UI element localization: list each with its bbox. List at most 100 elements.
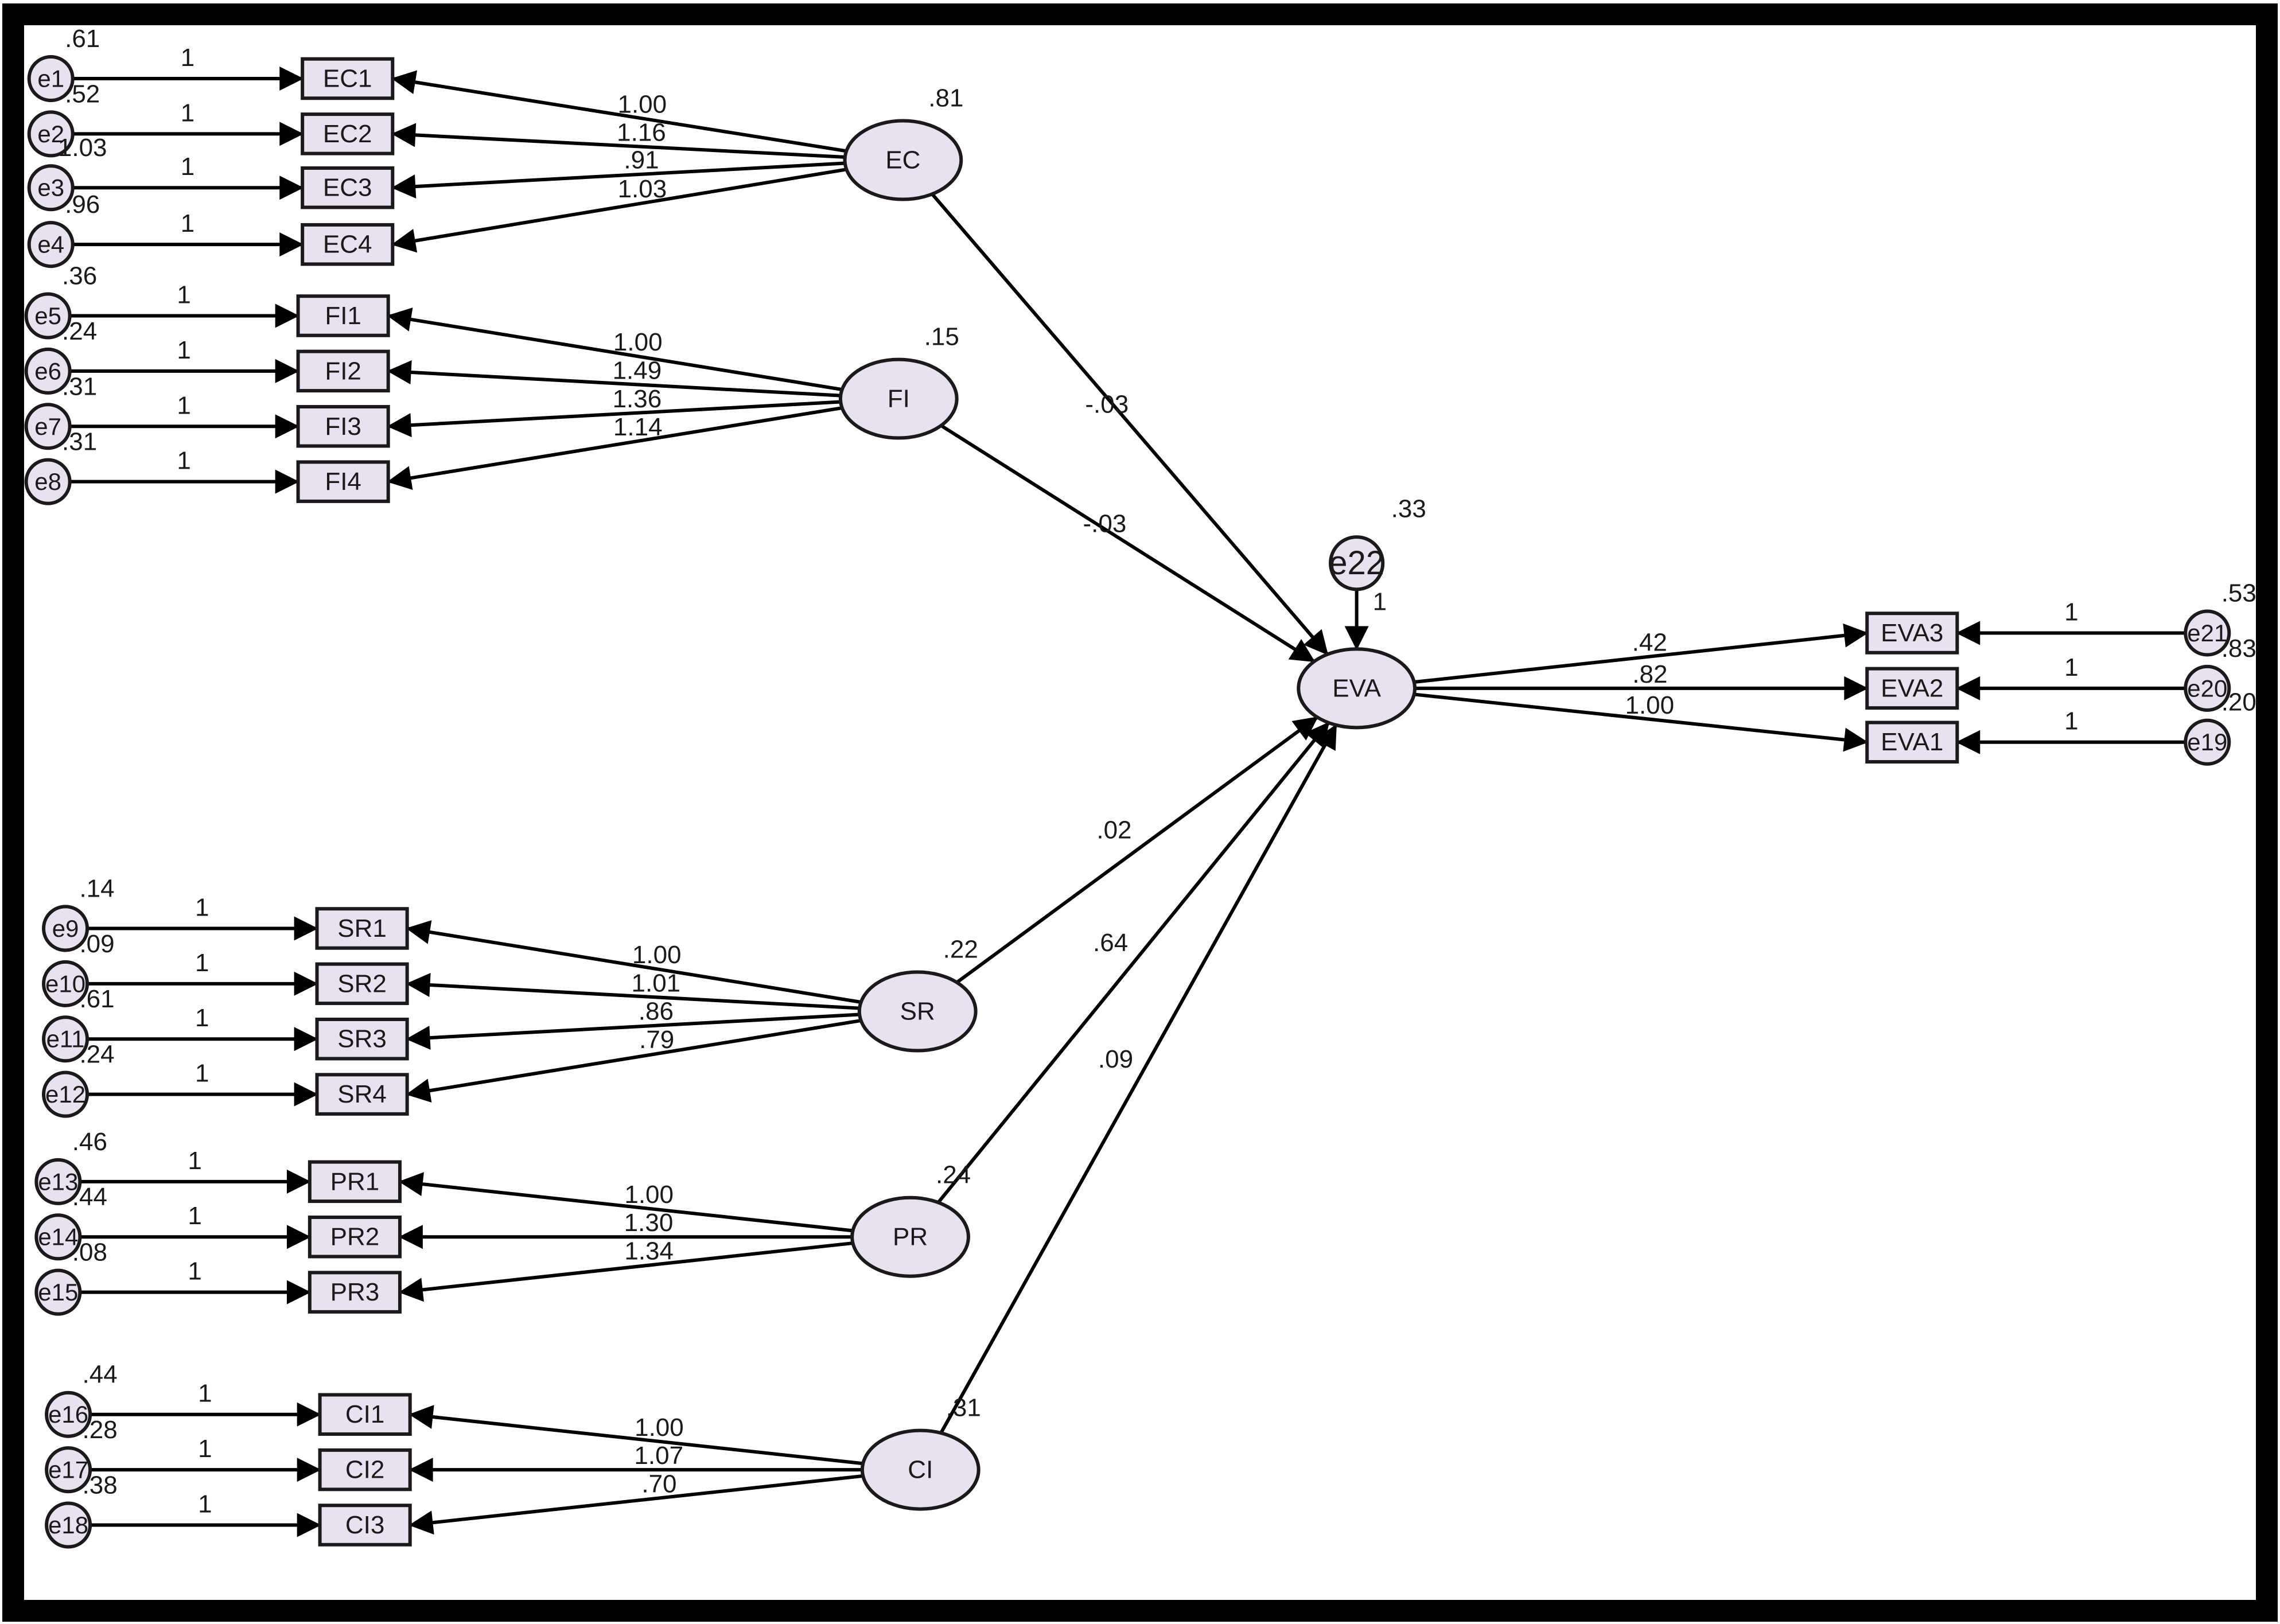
error-e4 (27, 221, 75, 268)
latent-label-sr: SR (900, 998, 935, 1026)
error-label-e12: e12 (45, 1081, 85, 1108)
error-variance-e5: .36 (62, 262, 97, 290)
indicator-label-sr3: SR3 (337, 1025, 387, 1053)
error-e13 (34, 1158, 82, 1205)
indicator-label-ci2: CI2 (345, 1456, 384, 1484)
loading-path-ci3 (408, 1474, 863, 1535)
indicator-eva3 (1865, 612, 1959, 655)
indicator-label-sr2: SR2 (337, 969, 387, 998)
loading-path-sr4 (406, 1019, 862, 1103)
error-variance-e6: .24 (62, 317, 97, 345)
error-e20 (2184, 664, 2231, 712)
indicator-pr1 (308, 1160, 402, 1204)
fixed-label-e17: 1 (198, 1435, 212, 1463)
error-label-e15: e15 (38, 1279, 78, 1306)
structural-coef-fi: -.03 (1083, 509, 1127, 538)
loading-label-fi3: 1.36 (613, 385, 662, 413)
error-variance-e4: .96 (65, 190, 100, 219)
error-variance-e2: .52 (65, 80, 100, 108)
fixed-label-e4: 1 (181, 209, 194, 237)
disturbance-fixed-label: 1 (1373, 588, 1387, 616)
fixed-label-e9: 1 (195, 893, 209, 921)
loading-path-eva3 (1414, 623, 1869, 684)
error-e17 (45, 1446, 92, 1494)
loading-path-ec2 (391, 123, 845, 159)
indicator-label-ec2: EC2 (323, 120, 372, 148)
structural-path-pr-eva (937, 722, 1330, 1204)
indicator-label-eva3: EVA3 (1881, 619, 1943, 647)
loading-label-ec4: 1.03 (618, 175, 667, 203)
indicator-sr1 (315, 907, 409, 950)
error-label-e20: e20 (2187, 675, 2227, 702)
loading-label-sr1: 1.00 (632, 941, 682, 969)
indicator-fi2 (296, 349, 390, 393)
error-e8 (24, 458, 72, 505)
error-e7 (24, 403, 72, 450)
error-variance-e19: .20 (2221, 688, 2256, 716)
fixed-label-e12: 1 (195, 1060, 209, 1088)
fixed-label-e18: 1 (198, 1490, 212, 1518)
error-label-e16: e16 (48, 1401, 88, 1428)
indicator-label-ci1: CI1 (345, 1400, 384, 1428)
latent-pr (850, 1195, 970, 1278)
loading-label-sr4: .79 (639, 1026, 674, 1054)
fixed-label-e2: 1 (181, 99, 194, 127)
indicator-sr2 (315, 962, 409, 1006)
fixed-label-e14: 1 (188, 1202, 201, 1230)
error-e3 (27, 164, 75, 212)
latent-label-ci: CI (908, 1456, 933, 1484)
error-e5 (24, 292, 72, 340)
disturbance-variance-e22: .33 (1391, 495, 1426, 523)
error-variance-e16: .44 (83, 1361, 118, 1389)
error-e19 (2184, 718, 2231, 766)
indicator-sr3 (315, 1017, 409, 1061)
error-variance-e8: .31 (62, 428, 97, 456)
loading-label-ci2: 1.07 (634, 1442, 683, 1470)
loading-label-ci1: 1.00 (635, 1413, 684, 1442)
error-label-e7: e7 (34, 413, 61, 440)
disturbance-e22 (1329, 535, 1385, 591)
error-e9 (42, 905, 90, 952)
fixed-label-e16: 1 (198, 1380, 212, 1408)
loading-label-pr3: 1.34 (624, 1237, 674, 1265)
indicator-ci3 (318, 1504, 412, 1547)
error-e15 (34, 1268, 82, 1316)
indicator-ec2 (301, 112, 395, 155)
indicator-label-ec3: EC3 (323, 174, 372, 202)
fixed-label-e7: 1 (177, 391, 190, 419)
structural-path-fi-eva (940, 424, 1316, 663)
error-label-e2: e2 (37, 120, 64, 147)
error-variance-e13: .46 (72, 1128, 107, 1156)
indicator-label-ec1: EC1 (323, 64, 372, 92)
loading-path-ec1 (391, 70, 847, 153)
error-variance-e17: .28 (83, 1416, 118, 1444)
loading-label-sr3: .86 (639, 998, 674, 1026)
structural-coef-ci: .09 (1098, 1045, 1133, 1073)
loading-path-sr3 (406, 1012, 860, 1050)
fixed-label-e3: 1 (181, 153, 194, 181)
indicator-label-pr3: PR3 (330, 1278, 380, 1306)
loading-label-ci3: .70 (641, 1470, 676, 1498)
error-variance-e12: .24 (79, 1041, 114, 1069)
indicator-ec1 (301, 57, 395, 100)
error-label-e4: e4 (37, 231, 64, 258)
loading-path-ci1 (408, 1405, 863, 1466)
fixed-label-e19: 1 (2064, 707, 2078, 735)
fixed-label-e1: 1 (181, 44, 194, 72)
latent-label-pr: PR (893, 1223, 928, 1251)
error-e11 (42, 1015, 90, 1063)
indicator-ec3 (301, 166, 395, 209)
loading-label-ec1: 1.00 (617, 90, 667, 118)
indicator-sr4 (315, 1073, 409, 1116)
latent-variance-fi: .15 (924, 323, 959, 351)
error-variance-e15: .08 (72, 1239, 107, 1267)
error-label-e5: e5 (34, 302, 61, 329)
structural-path-sr-eva (956, 715, 1318, 984)
loading-path-eva1 (1414, 692, 1869, 752)
error-variance-e3: 1.03 (58, 134, 107, 162)
latent-ci (860, 1428, 981, 1511)
fixed-label-e11: 1 (195, 1004, 209, 1032)
error-e6 (24, 347, 72, 395)
error-label-e18: e18 (48, 1512, 88, 1539)
